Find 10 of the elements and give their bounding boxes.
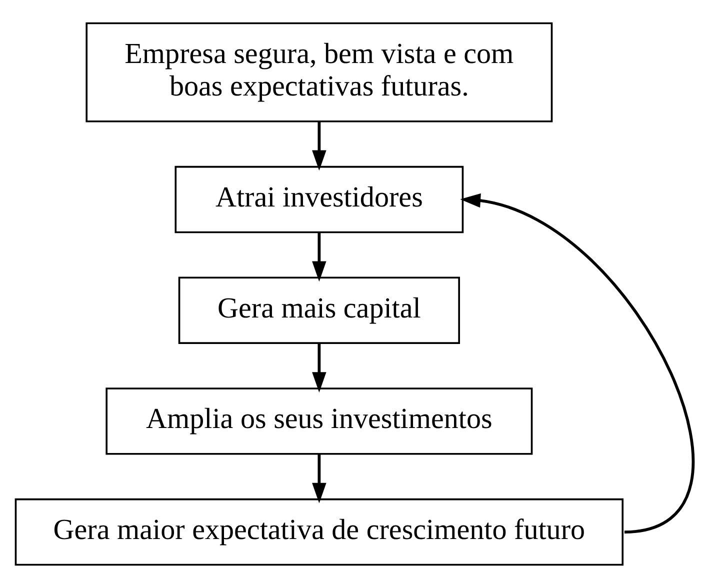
node-box: Amplia os seus investimentos: [106, 387, 533, 454]
arrow: [312, 232, 326, 282]
node-box: Gera maior expectativa de crescimento futuro: [14, 498, 624, 566]
node-box: Gera mais capital: [178, 276, 460, 344]
arrow: [312, 342, 326, 392]
arrow: [312, 454, 326, 503]
node-box: Atrai investidores: [174, 165, 464, 233]
node-box: Empresa segura, bem vista e com boas expectativas futuras.: [86, 22, 553, 122]
arrow: [312, 121, 326, 170]
arrow: [460, 192, 694, 533]
